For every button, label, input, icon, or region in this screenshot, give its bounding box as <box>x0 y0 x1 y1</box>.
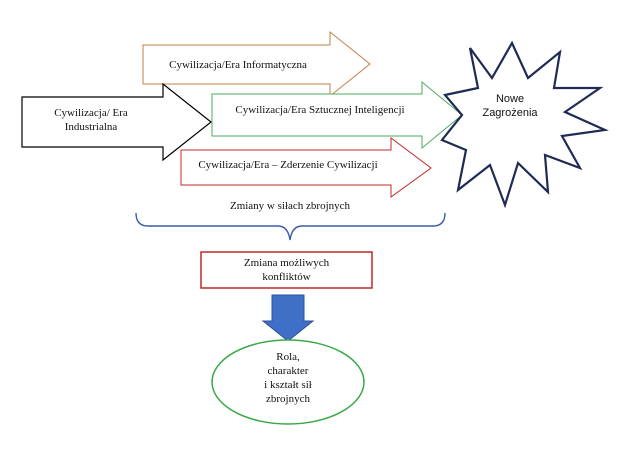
conflicts-label-line1: Zmiana możliwych <box>243 257 330 269</box>
conflicts-label-line2: konfliktów <box>262 271 311 283</box>
role-ellipse <box>211 339 365 425</box>
role-label-line3: i kształt sił <box>264 379 312 391</box>
role-label-line4: zbrojnych <box>266 393 310 405</box>
threats-label: Nowe Zagrożenia <box>470 92 550 120</box>
down-arrow <box>261 294 315 342</box>
industrial-era-label-line1: Cywilizacja/ Era <box>54 107 128 119</box>
threat-star <box>440 40 609 209</box>
industrial-era-label-line2: Industrialna <box>64 121 118 133</box>
curly-brace <box>135 212 446 241</box>
clash-era-arrow <box>180 137 432 198</box>
clash-era-label: Cywilizacja/Era – Zderzenie Cywilizacji <box>198 159 378 171</box>
threats-label-line1: Nowe <box>495 93 525 105</box>
ai-era-arrow <box>211 80 463 150</box>
conflicts-box <box>200 251 373 289</box>
industrial-era-label: Cywilizacja/ Era Industrialna <box>22 106 160 134</box>
threats-label-line2: Zagrożenia <box>482 107 538 119</box>
role-label: Rola, charakter i kształt sił zbrojnych <box>238 350 338 406</box>
brace-label: Zmiany w siłach zbrojnych <box>229 200 351 212</box>
role-label-line1: Rola, <box>276 351 300 363</box>
conflicts-label: Zmiana możliwych konfliktów <box>201 256 372 284</box>
industrial-era-arrow <box>21 82 212 162</box>
ai-era-label: Cywilizacja/Era Sztucznej Inteligencji <box>235 104 405 116</box>
information-era-arrow <box>142 30 371 98</box>
information-era-label: Cywilizacja/Era Informatyczna <box>169 59 307 71</box>
role-label-line2: charakter <box>267 365 309 377</box>
